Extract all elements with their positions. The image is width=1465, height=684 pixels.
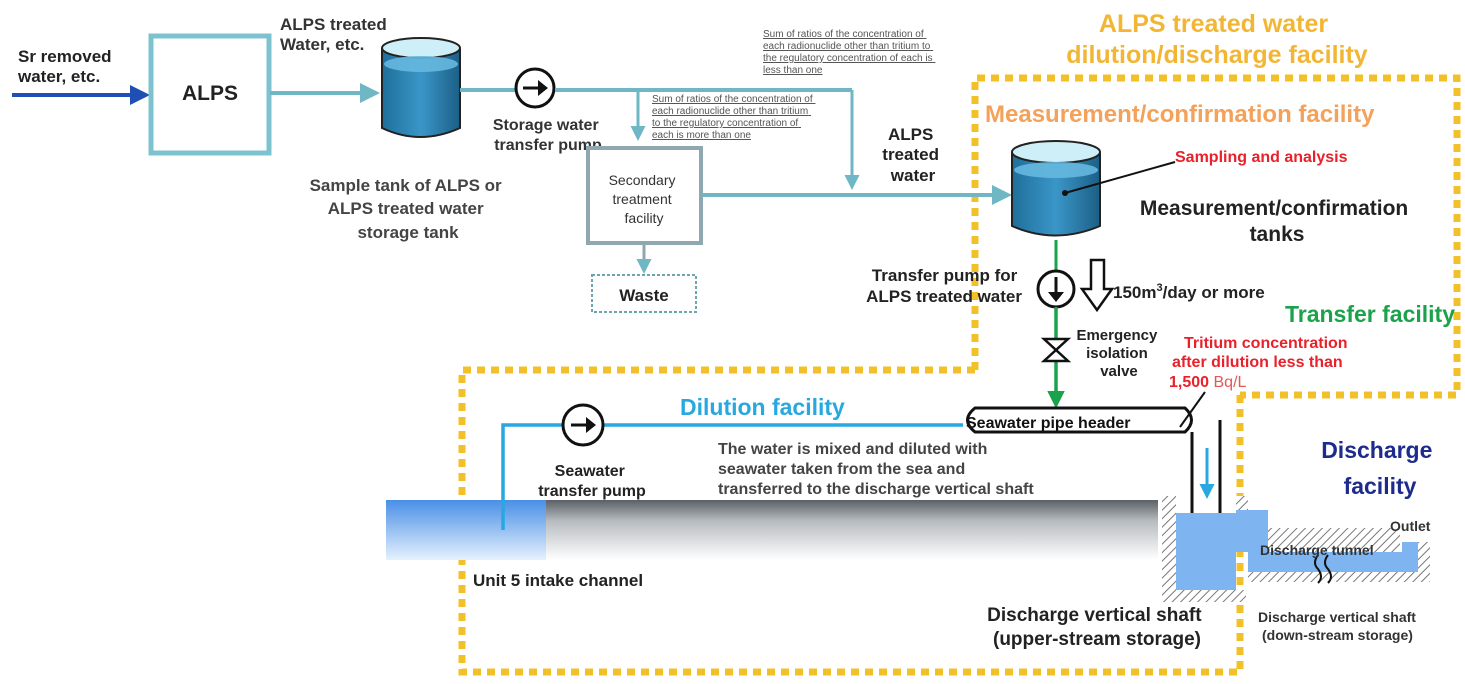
dilution-discharge-facility-title: ALPS treated water dilution/discharge fa… — [1066, 10, 1368, 69]
sr-removed-label: Sr removed water, etc. — [17, 47, 116, 86]
sampling-pointer — [1064, 161, 1176, 194]
discharge-tunnel — [1236, 510, 1430, 584]
discharge-facility-title: Discharge facility — [1321, 437, 1439, 499]
flow-direction-icon — [1079, 258, 1115, 313]
measurement-tank — [1011, 140, 1101, 237]
sampling-label: Sampling and analysis — [1175, 149, 1348, 166]
alps-box — [148, 33, 272, 156]
seawater-header-label: Seawater pipe header — [966, 415, 1131, 432]
dilution-facility-title: Dilution facility — [680, 394, 845, 420]
upstream-shaft-water — [1176, 513, 1236, 590]
alps-label: ALPS — [182, 82, 238, 105]
sea-water — [386, 500, 546, 560]
discharge-shaft-upstream-label: Discharge vertical shaft (upper-stream s… — [987, 605, 1207, 650]
discharge-shaft-downstream-label: Discharge vertical shaft (down-stream st… — [1258, 609, 1420, 643]
seawater-pump — [561, 403, 605, 447]
intake-channel-label: Unit 5 intake channel — [473, 571, 643, 590]
outlet-label: Outlet — [1390, 518, 1431, 534]
transfer-pump-label: Transfer pump for ALPS treated water — [866, 266, 1022, 306]
alps-treated-water-label: ALPS treated water — [882, 125, 943, 185]
waste-label: Waste — [619, 286, 668, 305]
measurement-facility-title: Measurement/confirmation facility — [985, 101, 1375, 128]
shaft-hatch-bottom — [1162, 590, 1246, 602]
secondary-treatment-box — [586, 146, 703, 245]
flow-rate-label: 150m3/day or more — [1113, 282, 1265, 302]
sample-tank-label: Sample tank of ALPS or ALPS treated wate… — [310, 176, 507, 242]
waste-box — [591, 274, 697, 313]
seawater-pump-label: Seawater transfer pump — [538, 463, 646, 500]
alps-treated-water-etc-label: ALPS treated Water, etc. — [280, 15, 391, 54]
tritium-pointer — [1179, 391, 1206, 428]
storage-pump — [514, 67, 556, 109]
transfer-pump — [1036, 269, 1076, 309]
tritium-label: Tritium concentration after dilution les… — [1169, 335, 1352, 391]
transfer-facility-title: Transfer facility — [1285, 301, 1455, 327]
shaft-hatch-left — [1162, 496, 1176, 601]
seawater-blue-pipe — [501, 423, 963, 530]
emergency-valve-icon — [1040, 337, 1072, 363]
mixing-note: The water is mixed and diluted with seaw… — [718, 441, 1034, 498]
condition-less-than-one: Sum of ratios of the concentration of ea… — [763, 29, 935, 76]
storage-pump-label: Storage water transfer pump — [493, 117, 603, 154]
ground-band — [546, 500, 1158, 560]
discharge-tunnel-label: Discharge tunnel — [1260, 542, 1374, 558]
dilution-facility-boundary — [458, 366, 1244, 676]
dilution-discharge-boundary — [971, 74, 1461, 399]
emergency-valve-label: Emergency isolation valve — [1076, 327, 1161, 380]
secondary-treatment-label: Secondary treatment facility — [609, 172, 680, 226]
condition-more-than-one: Sum of ratios of the concentration of ea… — [652, 94, 815, 141]
sample-tank — [381, 37, 461, 138]
measurement-tanks-label: Measurement/confirmation tanks — [1140, 197, 1414, 246]
